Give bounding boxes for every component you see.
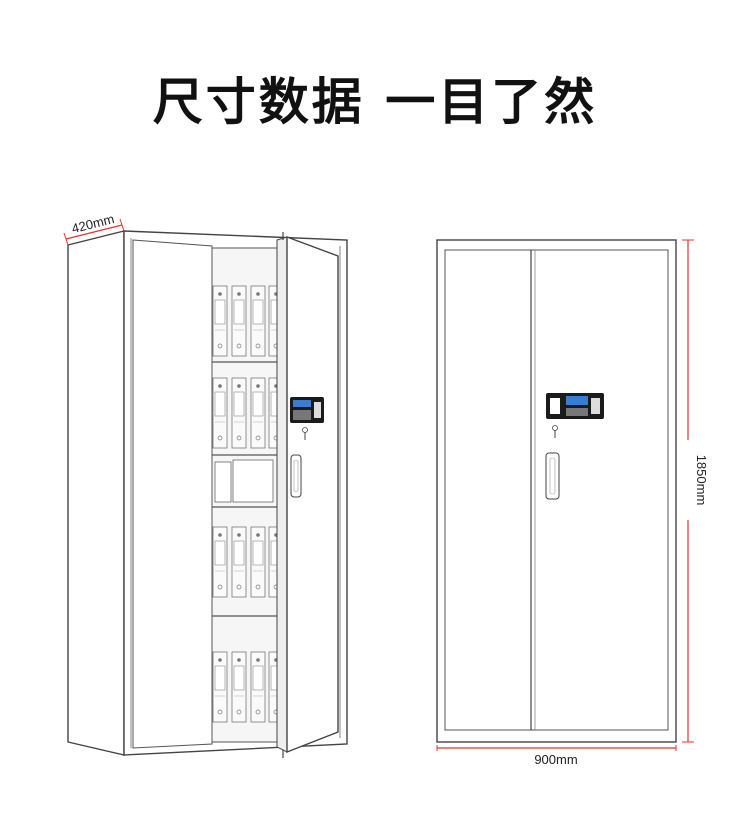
electronic-lock-icon: [546, 393, 604, 438]
closed-cabinet-view: [436, 239, 677, 743]
cabinet-side-panel: [67, 230, 125, 756]
page-title: 尺寸数据 一目了然: [152, 73, 598, 131]
electronic-lock-icon: [290, 397, 324, 440]
height-label: 1850mm: [694, 455, 709, 506]
width-label: 900mm: [534, 752, 577, 767]
width-dimension: 900mm: [436, 745, 677, 767]
open-cabinet-view: [67, 230, 348, 758]
open-door: [286, 235, 339, 754]
height-dimension: 1850mm: [680, 239, 709, 743]
